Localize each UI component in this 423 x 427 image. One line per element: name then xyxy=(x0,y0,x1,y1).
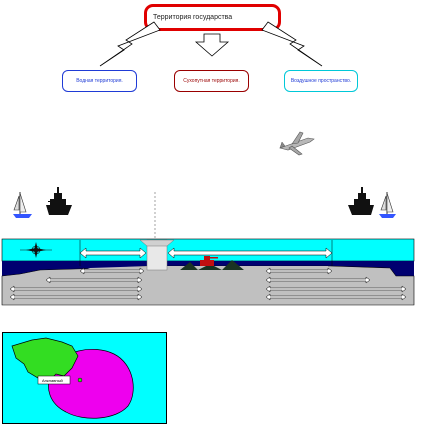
border-post xyxy=(139,239,175,271)
arrow-to-water xyxy=(99,21,161,67)
airplane-icon xyxy=(278,131,315,156)
cross-section-diagram xyxy=(1,192,415,306)
land-territory-box: Сухопутная территория. xyxy=(174,70,249,92)
compass-icon xyxy=(20,242,52,258)
arrows-lower-right xyxy=(265,267,407,301)
arrow-to-land xyxy=(194,33,230,57)
map-inset: Анклавный xyxy=(2,332,167,424)
arrows-lower-left xyxy=(9,267,145,301)
air-space-box: Воздушное пространство. xyxy=(284,70,358,92)
water-territory-box: Водная территория. xyxy=(62,70,137,92)
warship-icon-right xyxy=(348,187,374,215)
enclave-label: Анклавный xyxy=(42,378,63,383)
land-territory-label: Сухопутная территория. xyxy=(183,78,240,84)
hierarchy-arrows xyxy=(99,21,323,67)
sailboat-icon-right xyxy=(379,192,396,218)
water-territory-label: Водная территория. xyxy=(76,78,123,84)
air-space-label: Воздушное пространство. xyxy=(290,78,352,84)
warship-icon xyxy=(46,187,72,215)
land-mass xyxy=(1,265,415,306)
arrow-territorial-left xyxy=(79,247,147,259)
enclave-marker xyxy=(77,377,83,383)
arrow-to-air xyxy=(261,21,323,67)
root-box-state-territory: Территория государства xyxy=(144,4,281,31)
tank-icon xyxy=(200,256,218,266)
root-label: Территория государства xyxy=(153,14,233,21)
sailboat-icon xyxy=(13,192,32,218)
